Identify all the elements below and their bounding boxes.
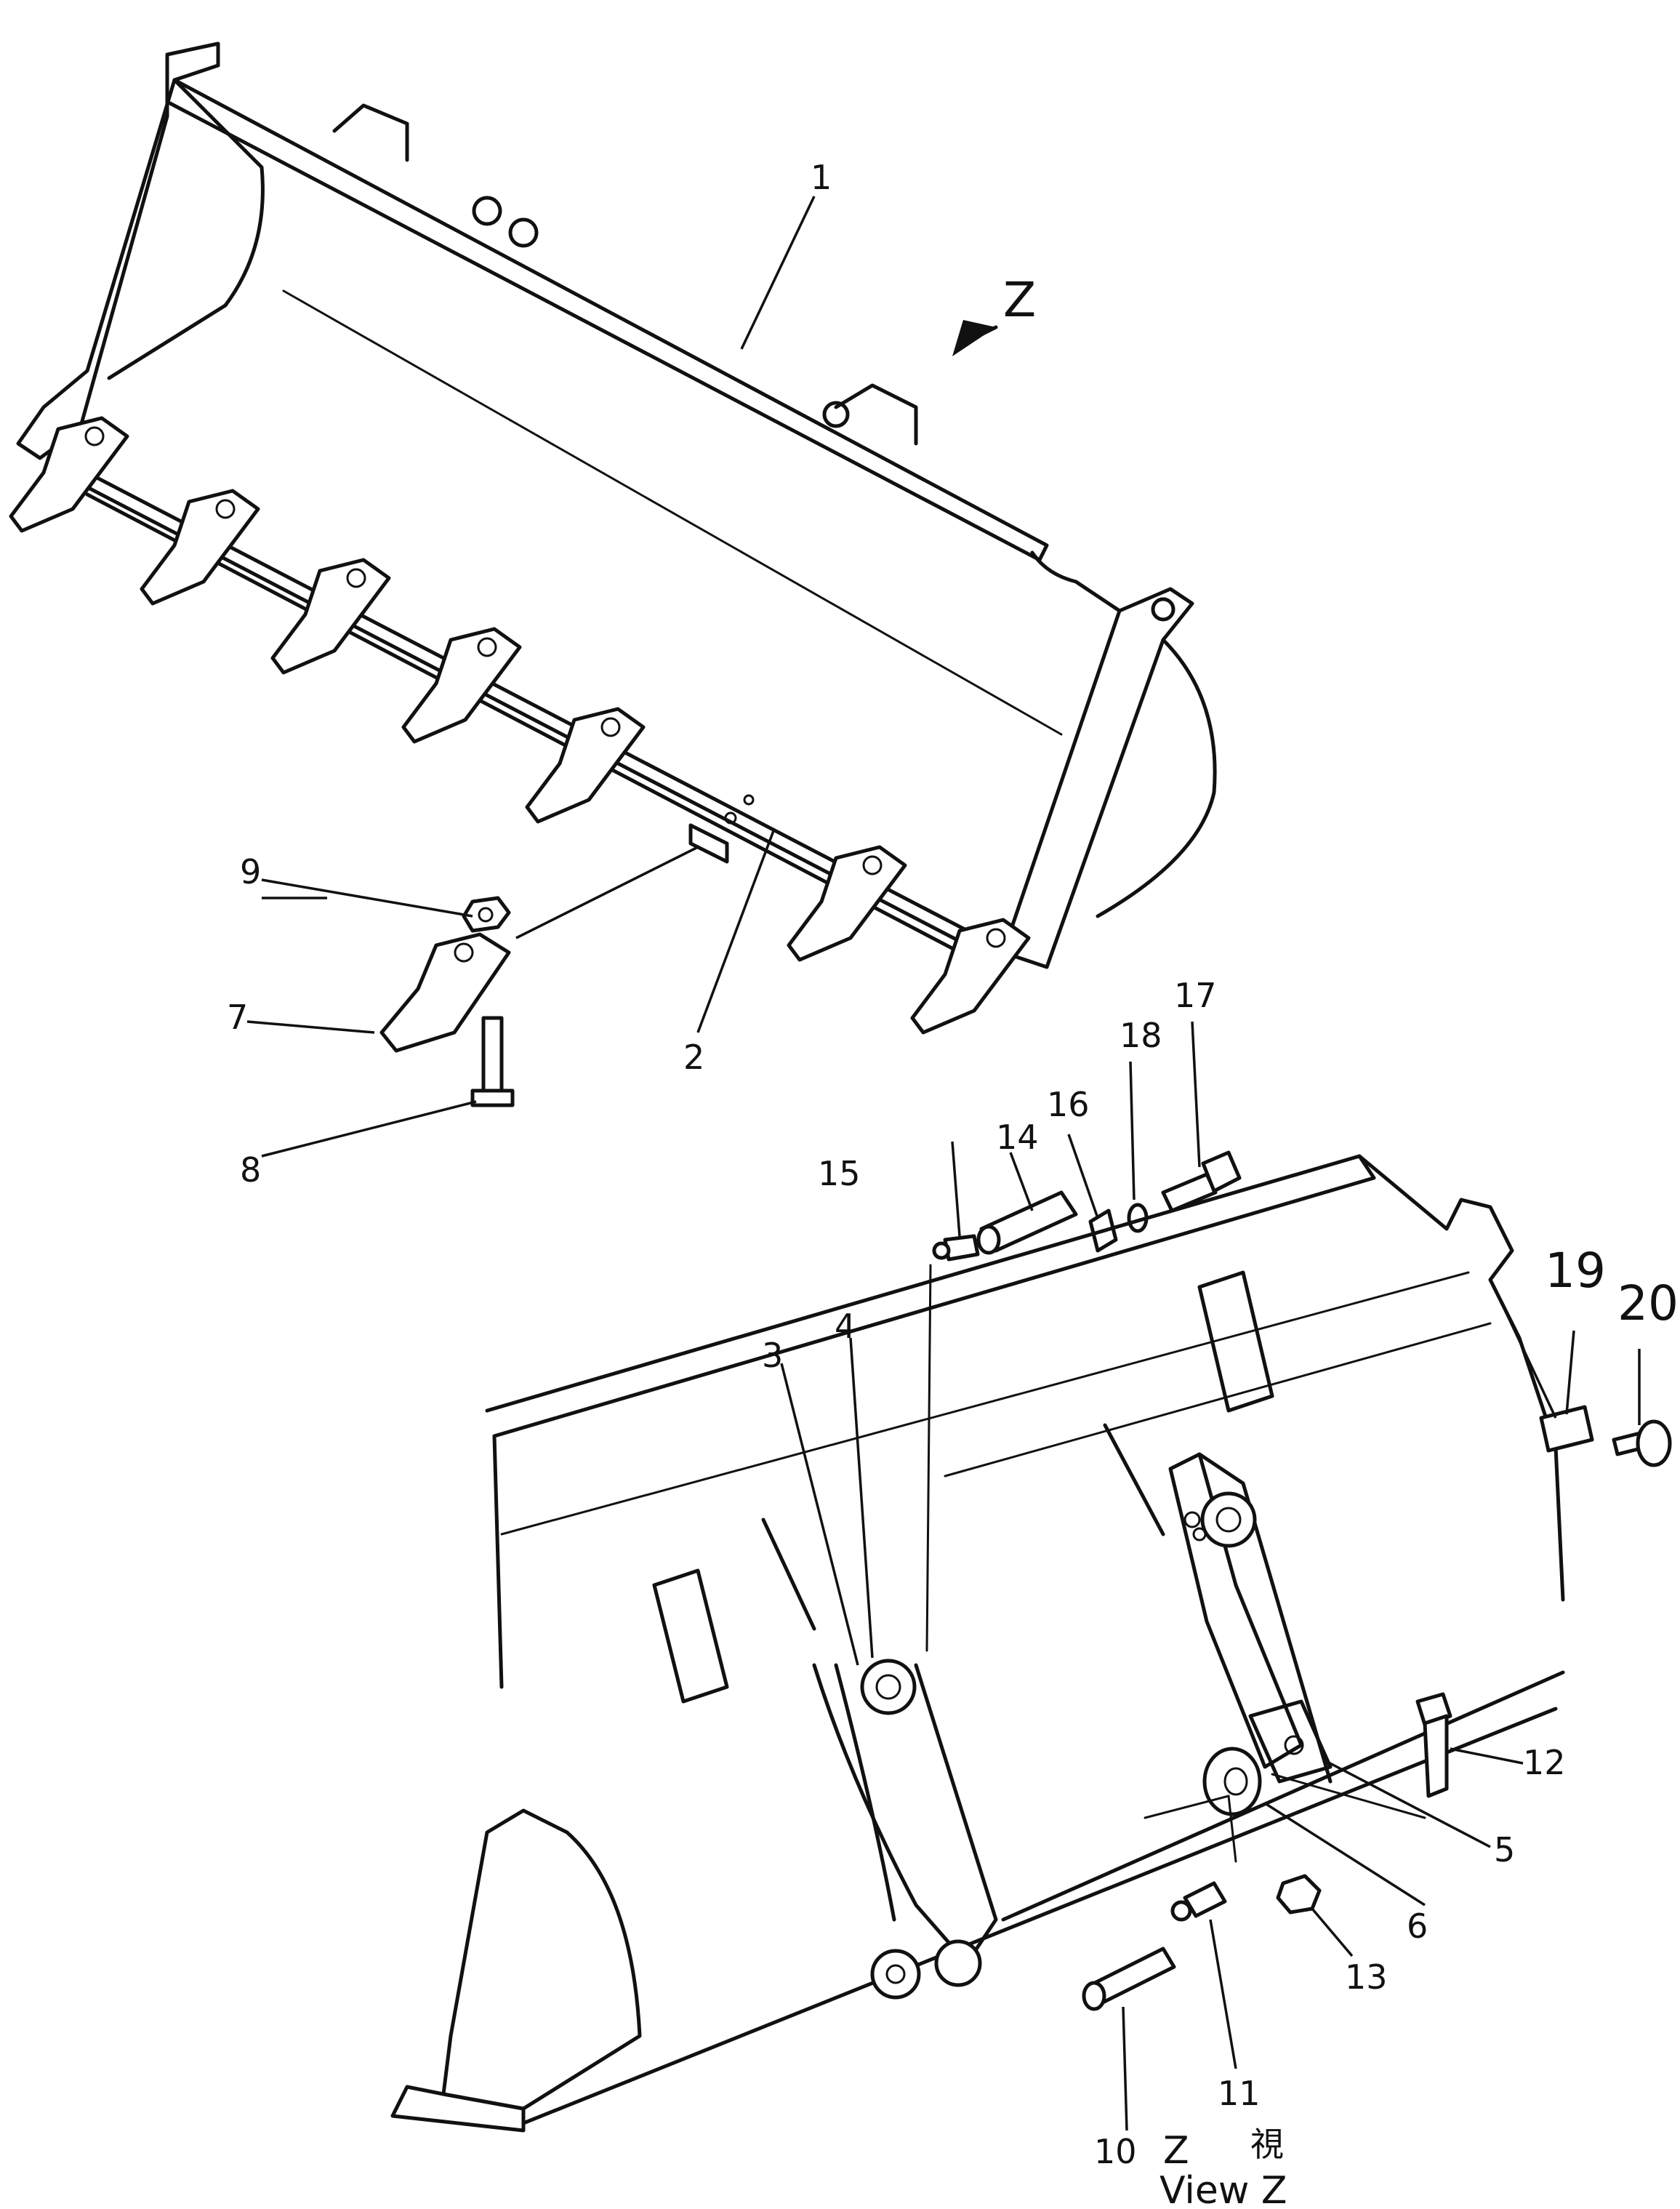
callout-9: 9 xyxy=(240,852,261,891)
callout-labels: 1 2 3 4 5 6 7 8 9 10 11 12 13 14 15 16 1… xyxy=(227,158,1679,2171)
view-caption: Z 視 View Z xyxy=(1159,2125,1287,2209)
view-caption-kanji: 視 xyxy=(1250,2125,1284,2164)
callout-3: 3 xyxy=(762,1336,783,1375)
callout-5: 5 xyxy=(1494,1830,1515,1869)
callout-15: 15 xyxy=(818,1154,861,1193)
callout-19: 19 xyxy=(1545,1243,1606,1299)
callout-20: 20 xyxy=(1617,1275,1679,1331)
callout-16: 16 xyxy=(1047,1085,1090,1124)
callout-18: 18 xyxy=(1120,1016,1162,1055)
part-bolt-20 xyxy=(1612,1419,1672,1467)
bucket-teeth-row xyxy=(9,416,1031,1035)
callout-10: 10 xyxy=(1094,2132,1137,2171)
callout-4: 4 xyxy=(835,1307,856,1346)
part-nut-13 xyxy=(1276,1874,1322,1915)
callout-13: 13 xyxy=(1345,1957,1388,1997)
callout-8: 8 xyxy=(240,1150,261,1190)
callout-14: 14 xyxy=(996,1118,1039,1157)
bucket-rear-view xyxy=(390,1154,1594,2133)
view-direction-arrow: Z xyxy=(952,272,1036,356)
part-nut-9 xyxy=(462,896,511,933)
callout-2: 2 xyxy=(683,1038,704,1077)
callout-7: 7 xyxy=(227,998,248,1037)
callout-1: 1 xyxy=(811,158,832,197)
part-bolt-17 xyxy=(1161,1150,1242,1213)
view-caption-letter: Z xyxy=(1163,2129,1189,2173)
part-pin-14 xyxy=(976,1190,1078,1255)
part-grease-fitting-15 xyxy=(932,1234,980,1262)
callout-17: 17 xyxy=(1174,976,1217,1015)
callout-6: 6 xyxy=(1407,1907,1428,1946)
callout-12: 12 xyxy=(1523,1743,1566,1782)
part-bolt-12 xyxy=(1415,1692,1452,1798)
part-bolt-8 xyxy=(470,1016,515,1107)
view-caption-english: View Z xyxy=(1159,2169,1287,2209)
part-pin-10 xyxy=(1082,1947,1176,2011)
callout-11: 11 xyxy=(1218,2074,1261,2113)
leader-lines xyxy=(246,196,1641,2131)
view-arrow-letter: Z xyxy=(1003,272,1036,328)
part-adapter-7 xyxy=(379,932,511,1053)
part-grease-fitting-11 xyxy=(1170,1881,1227,1922)
